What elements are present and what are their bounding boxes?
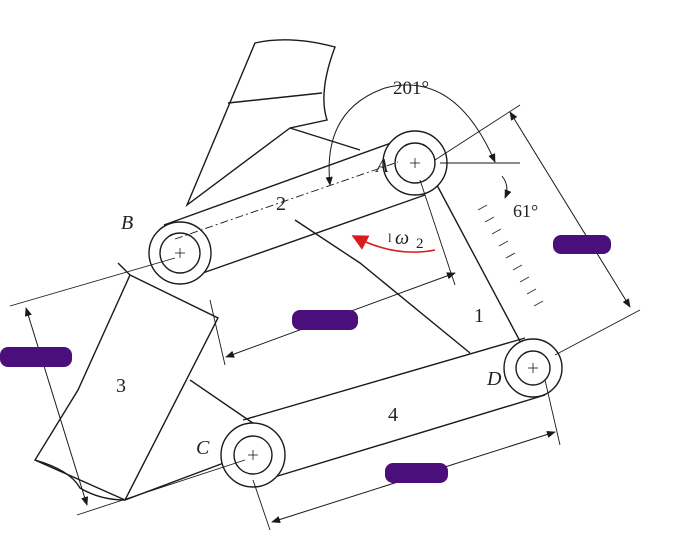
angle-61-arc bbox=[501, 175, 512, 199]
link-3-inner-edge bbox=[117, 262, 131, 276]
link-1-body bbox=[294, 171, 531, 361]
joint-label-d: D bbox=[486, 368, 502, 390]
omega-tick: l bbox=[388, 230, 392, 245]
dim-right bbox=[509, 111, 631, 308]
joint-label-b: B bbox=[121, 212, 133, 234]
joint-label-c: C bbox=[196, 437, 210, 459]
link-label-3: 3 bbox=[116, 375, 126, 397]
redaction-marks bbox=[0, 235, 611, 483]
angle-label-201: 201° bbox=[393, 78, 429, 99]
dim-left bbox=[24, 307, 89, 506]
joint-d-pin bbox=[515, 350, 551, 386]
link-label-2: 2 bbox=[276, 193, 286, 215]
omega-subscript: 2 bbox=[416, 236, 424, 252]
top-support-divider bbox=[227, 92, 323, 104]
joint-label-a: A bbox=[374, 155, 389, 177]
link-3-connector bbox=[189, 379, 264, 431]
redaction-mid bbox=[292, 310, 358, 330]
joint-b-pin bbox=[159, 232, 201, 274]
top-support-edge bbox=[289, 127, 361, 151]
redaction-bottom bbox=[385, 463, 448, 483]
link-label-4: 4 bbox=[388, 404, 398, 426]
redaction-left bbox=[0, 347, 72, 367]
angle-label-61: 61° bbox=[513, 201, 538, 221]
angle-201-arc bbox=[325, 84, 496, 186]
link-label-1: 1 bbox=[474, 305, 484, 327]
link-3-body bbox=[33, 274, 219, 501]
link-2 bbox=[148, 130, 448, 285]
omega-arrow bbox=[351, 235, 436, 253]
omega-symbol: ω bbox=[395, 227, 409, 249]
redaction-right bbox=[553, 235, 611, 254]
top-support bbox=[185, 39, 336, 208]
